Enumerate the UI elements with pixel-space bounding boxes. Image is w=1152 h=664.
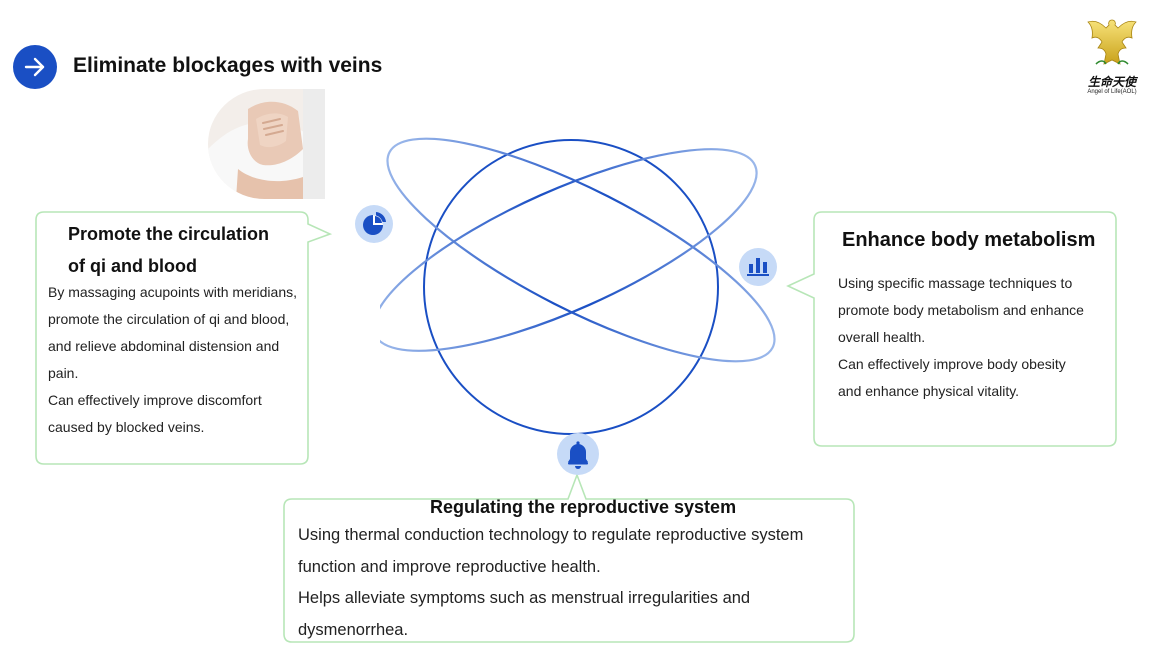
left-card-line: Can effectively improve discomfort (48, 392, 262, 408)
bar-chart-icon (739, 248, 777, 286)
bell-icon (557, 433, 599, 475)
left-card-line: promote the circulation of qi and blood, (48, 311, 290, 327)
right-card-line: promote body metabolism and enhance (838, 302, 1084, 318)
abdominal-massage-photo (208, 89, 325, 199)
header-arrow-badge (13, 45, 57, 89)
right-card-frame (786, 211, 1117, 447)
arrow-right-icon (24, 57, 45, 77)
bottom-card-line: function and improve reproductive health… (298, 557, 601, 576)
right-card-body: Using specific massage techniques to pro… (838, 270, 1084, 405)
left-card-line: caused by blocked veins. (48, 419, 205, 435)
bottom-card-line: Helps alleviate symptoms such as menstru… (298, 589, 751, 607)
bottom-card-body: Using thermal conduction technology to r… (298, 520, 803, 646)
right-card-line: and enhance physical vitality. (838, 383, 1020, 399)
right-card-line: overall health. (838, 329, 926, 345)
brand-logo: 生命天使 Angel of Life(AOL) (1080, 14, 1144, 96)
bottom-card-frame (283, 472, 855, 643)
bottom-card-line: dysmenorrhea. (298, 620, 409, 639)
central-circle (423, 139, 719, 435)
left-card-title-line2: of qi and blood (68, 256, 197, 276)
orbit-graphic (380, 137, 776, 435)
pie-chart-icon (355, 205, 393, 243)
left-card-title: Promote the circulation of qi and blood (68, 218, 269, 282)
orbit-ellipse-2 (380, 148, 758, 352)
left-card-line: pain. (48, 365, 79, 381)
eagle-logo-icon (1087, 19, 1137, 65)
right-card-line: Using specific massage techniques to (838, 275, 1073, 291)
left-card-frame (35, 211, 333, 465)
orbit-ellipse-1 (386, 137, 776, 363)
left-card-title-line1: Promote the circulation (68, 224, 270, 244)
right-card-line: Can effectively improve body obesity (838, 356, 1066, 372)
bottom-card-title: Regulating the reproductive system (430, 497, 737, 517)
bottom-card-line: Using thermal conduction technology to r… (298, 526, 804, 544)
left-card-line: By massaging acupoints with meridians, (48, 284, 298, 300)
left-card-body: By massaging acupoints with meridians, p… (48, 279, 297, 441)
right-card-title: Enhance body metabolism (842, 229, 1096, 251)
logo-text-en: Angel of Life(AOL) (1087, 89, 1137, 95)
left-card-line: and relieve abdominal distension and (48, 338, 280, 354)
page-title: Eliminate blockages with veins (73, 54, 383, 77)
logo-text-cn: 生命天使 (1087, 75, 1136, 89)
